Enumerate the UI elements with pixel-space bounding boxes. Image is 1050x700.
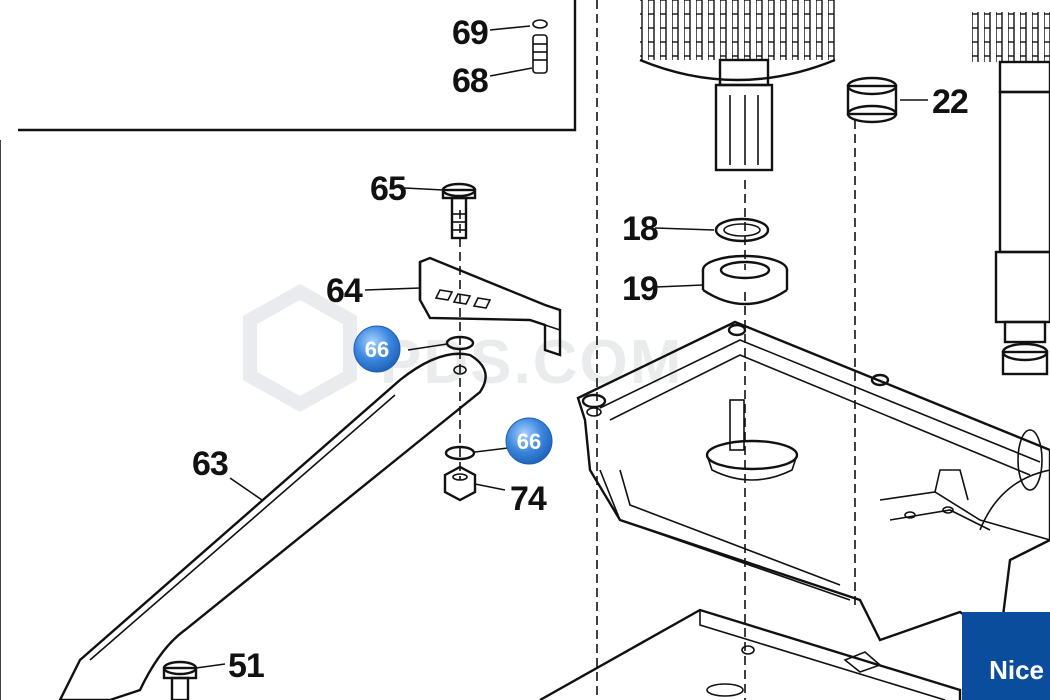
label-64: 64	[326, 272, 363, 310]
leader-18	[654, 227, 715, 231]
inset-frame	[18, 0, 577, 132]
leader-69	[489, 25, 531, 31]
label-18: 18	[622, 210, 658, 248]
leader-51	[195, 663, 226, 669]
part-19-bearing	[701, 254, 789, 306]
gear-small	[970, 12, 1050, 376]
label-22: 22	[932, 83, 968, 121]
part-65-bolt	[441, 182, 477, 240]
label-69: 69	[452, 14, 488, 52]
brand-logo: Nice	[962, 612, 1050, 700]
part-22-bushing	[846, 76, 898, 124]
part-63-arm	[58, 352, 487, 700]
hotspot-66-lower[interactable]: 66	[505, 417, 553, 465]
gearbox-housing	[576, 320, 1050, 643]
base-plate	[539, 608, 962, 700]
watermark-text: PDS.COM	[380, 328, 683, 397]
part-66-washer-bottom	[444, 445, 476, 461]
part-51-bolt	[162, 660, 198, 700]
leader-64	[364, 287, 421, 291]
watermark: PDS.COM	[243, 283, 683, 413]
part-66-washer-top	[445, 335, 475, 351]
hotspot-66-upper-label: 66	[365, 337, 389, 362]
part-68-screw	[532, 34, 548, 74]
part-69-washer	[532, 19, 548, 29]
label-51: 51	[228, 647, 264, 685]
leader-66-bottom	[474, 447, 509, 453]
hotspot-66-upper[interactable]: 66	[353, 325, 401, 373]
label-74: 74	[510, 480, 547, 518]
part-18-circlip	[714, 217, 770, 243]
hotspot-66-lower-label: 66	[517, 429, 541, 454]
leader-19	[655, 284, 704, 288]
leader-68	[489, 67, 533, 77]
brand-logo-text: Nice	[989, 655, 1044, 685]
gear-large	[639, 0, 836, 172]
label-68: 68	[452, 62, 488, 100]
part-74-nut	[443, 465, 477, 502]
leader-74	[474, 483, 506, 491]
leader-65	[404, 187, 444, 191]
leader-66-top	[407, 343, 448, 351]
part-64-bracket	[418, 256, 562, 357]
label-63: 63	[192, 445, 228, 483]
label-19: 19	[622, 270, 658, 308]
label-65: 65	[370, 170, 406, 208]
leader-63	[229, 477, 263, 501]
